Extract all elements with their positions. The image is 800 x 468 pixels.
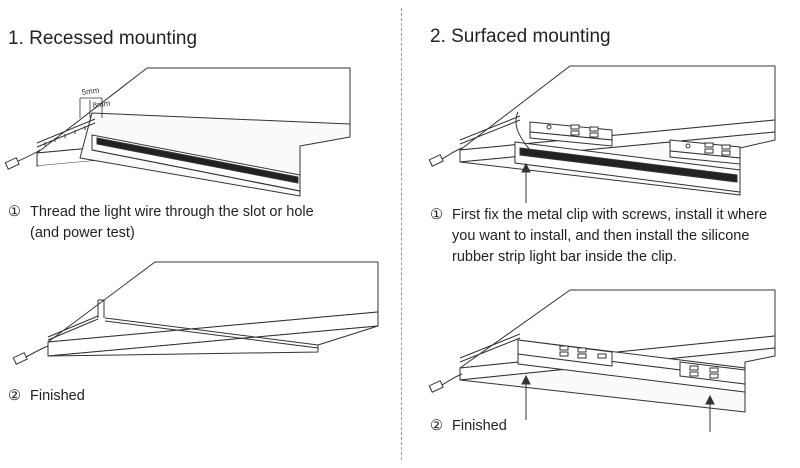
recessed-step2-text: ② Finished bbox=[8, 386, 85, 407]
step-line: Finished bbox=[452, 418, 507, 434]
surfaced-mounting-title: 2. Surfaced mounting bbox=[430, 26, 611, 47]
surfaced-step2-text: ② Finished bbox=[430, 416, 507, 437]
step-number: ② bbox=[430, 418, 443, 434]
dimension-5mm-label: 5mm bbox=[81, 86, 100, 97]
step-line: Thread the light wire through the slot o… bbox=[30, 204, 314, 220]
step-number: ① bbox=[430, 207, 443, 223]
step-line: rubber strip light bar inside the clip. bbox=[452, 249, 677, 265]
recessed-mounting-title: 1. Recessed mounting bbox=[8, 28, 198, 49]
column-divider bbox=[401, 8, 402, 460]
recessed-step1-text: ① Thread the light wire through the slot … bbox=[8, 202, 388, 244]
step-line: you want to install, and then install th… bbox=[452, 228, 750, 244]
step-number: ① bbox=[8, 204, 21, 220]
step-number: ② bbox=[8, 388, 21, 404]
step-line: First fix the metal clip with screws, in… bbox=[452, 207, 768, 223]
surfaced-step1-text: ① First fix the metal clip with screws, i… bbox=[430, 205, 798, 268]
step-line: Finished bbox=[30, 388, 85, 404]
dimension-8mm-label: 8mm bbox=[92, 99, 111, 110]
step-line: (and power test) bbox=[30, 225, 135, 241]
